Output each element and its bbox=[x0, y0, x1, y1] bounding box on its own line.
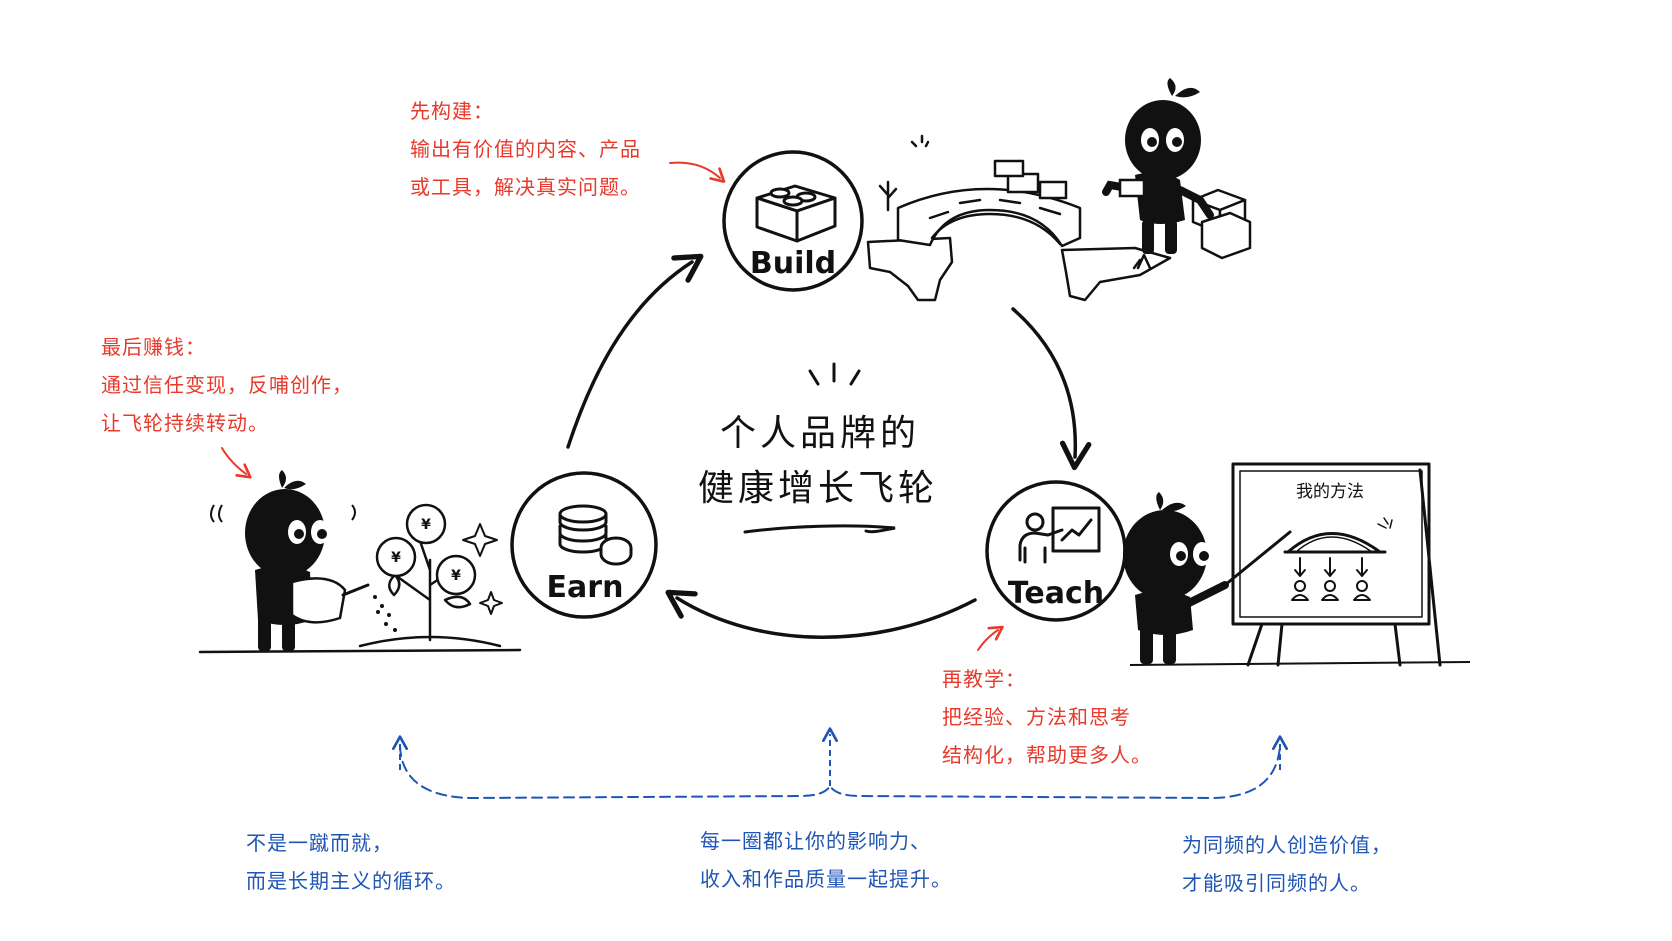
build-note-arrow bbox=[669, 161, 726, 183]
left-cliff bbox=[866, 236, 954, 302]
bottom-brace bbox=[399, 745, 1281, 800]
teach-note-heading: 再教学： bbox=[942, 667, 1026, 691]
teach-note-line2: 结构化，帮助更多人。 bbox=[942, 743, 1152, 767]
teacher-character bbox=[1123, 492, 1292, 664]
build-note-line2: 或工具，解决真实问题。 bbox=[410, 175, 641, 199]
builder-character bbox=[1102, 78, 1214, 254]
build-note-heading: 先构建： bbox=[410, 99, 494, 123]
earn-note-heading: 最后赚钱： bbox=[101, 335, 206, 359]
coin-stack-icon bbox=[558, 504, 633, 566]
bottom-note-left: 不是一蹴而就， 而是长期主义的循环。 bbox=[246, 824, 456, 900]
bottom-note-right-line2: 才能吸引同频的人。 bbox=[1182, 871, 1371, 895]
bottom-note-left-line2: 而是长期主义的循环。 bbox=[246, 869, 456, 893]
teacher-board-icon bbox=[1018, 506, 1101, 564]
earn-note-line1: 通过信任变现，反哺创作， bbox=[101, 373, 353, 397]
coin-right bbox=[435, 554, 477, 596]
stone-bridge bbox=[896, 187, 1082, 248]
cycle-arrow-build-to-teach bbox=[1011, 307, 1092, 471]
earn-note-line2: 让飞轮持续转动。 bbox=[101, 411, 269, 435]
bottom-note-right: 为同频的人创造价值， 才能吸引同频的人。 bbox=[1182, 826, 1392, 902]
right-cliff bbox=[1060, 246, 1172, 302]
board-title: 我的方法 bbox=[1296, 482, 1364, 502]
coin-left bbox=[375, 536, 417, 578]
easel-board bbox=[1231, 462, 1442, 667]
center-sparkle-icon bbox=[808, 362, 861, 386]
teach-note-line1: 把经验、方法和思考 bbox=[942, 705, 1131, 729]
teach-note-arrow bbox=[977, 625, 1004, 651]
teach-note: 再教学： 把经验、方法和思考 结构化，帮助更多人。 bbox=[942, 660, 1152, 774]
coin-top bbox=[405, 503, 447, 545]
bottom-note-middle: 每一圈都让你的影响力、 收入和作品质量一起提升。 bbox=[700, 822, 952, 898]
teach-label: Teach bbox=[1008, 576, 1104, 611]
build-note: 先构建： 输出有价值的内容、产品 或工具，解决真实问题。 bbox=[410, 92, 641, 206]
coin-left-symbol: ¥ bbox=[391, 550, 401, 566]
build-node: Build bbox=[722, 150, 864, 292]
center-title-line1: 个人品牌的 bbox=[720, 413, 920, 454]
coin-right-symbol: ¥ bbox=[451, 568, 461, 584]
bottom-note-left-line1: 不是一蹴而就， bbox=[246, 831, 393, 855]
bottom-note-middle-line1: 每一圈都让你的影响力、 bbox=[700, 829, 931, 853]
bottom-note-right-line1: 为同频的人创造价值， bbox=[1182, 833, 1392, 857]
center-title-line2: 健康增长飞轮 bbox=[698, 468, 938, 509]
bridge-scene bbox=[866, 134, 1252, 302]
earn-note-arrow bbox=[221, 447, 252, 479]
cycle-arrow-earn-to-build bbox=[566, 253, 704, 449]
coin-top-symbol: ¥ bbox=[421, 517, 431, 533]
money-plant-scene bbox=[198, 503, 522, 654]
earn-note: 最后赚钱： 通过信任变现，反哺创作， 让飞轮持续转动。 bbox=[101, 328, 353, 442]
teach-ground-line bbox=[1129, 661, 1471, 666]
lego-brick-icon bbox=[755, 184, 837, 243]
bottom-note-middle-line2: 收入和作品质量一起提升。 bbox=[700, 867, 952, 891]
lego-pile-icon bbox=[1191, 188, 1252, 260]
build-note-line1: 输出有价值的内容、产品 bbox=[410, 137, 641, 161]
gardener-character bbox=[210, 470, 370, 651]
build-label: Build bbox=[750, 246, 836, 281]
water-drops bbox=[373, 595, 397, 632]
teach-node: Teach bbox=[985, 480, 1127, 622]
earn-node: Earn bbox=[510, 471, 658, 619]
cycle-arrow-teach-to-earn bbox=[665, 589, 977, 639]
center-title-underline bbox=[743, 524, 896, 534]
earn-label: Earn bbox=[547, 570, 624, 605]
